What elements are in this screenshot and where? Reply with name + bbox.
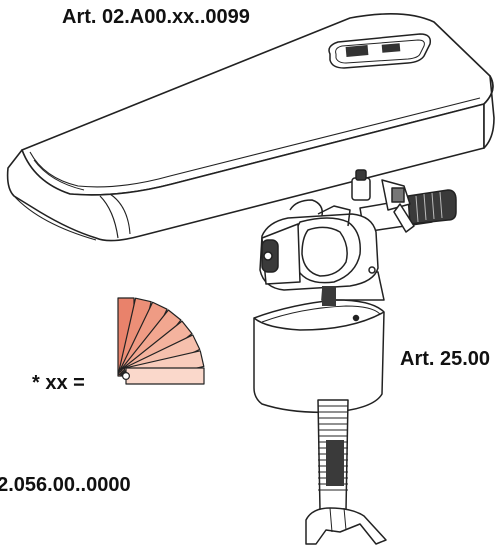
color-variant-label: * xx = <box>32 372 85 394</box>
fill-valve <box>253 169 457 545</box>
color-swatch-fan <box>117 297 205 385</box>
cover-article-label: Art. 02.A00.xx..0099 <box>62 6 250 28</box>
valve-article-label: Art. 25.00 <box>400 348 491 370</box>
base-article-label: 02.056.00..0000 <box>0 474 131 496</box>
swatch-blade <box>125 367 205 385</box>
cistern-cover <box>6 13 495 242</box>
